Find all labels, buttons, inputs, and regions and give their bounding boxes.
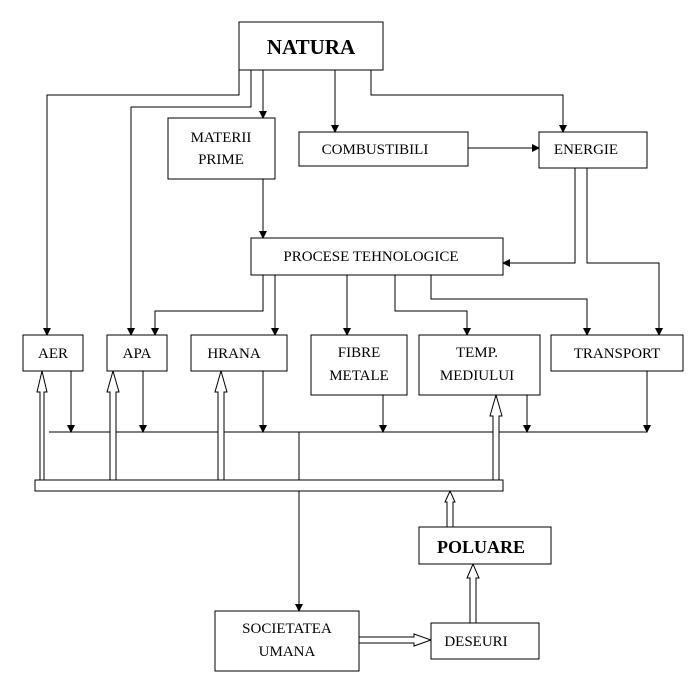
node-hrana: HRANA [190, 334, 288, 372]
node-label: TEMP. [456, 345, 498, 361]
node-energie: ENERGIE [538, 131, 648, 169]
node-label: UMANA [259, 644, 316, 660]
node-deseuri: DESEURI [430, 622, 540, 660]
node-temp-mediului: TEMP. MEDIULUI [418, 334, 541, 396]
node-label: PRIME [198, 152, 244, 168]
node-label: DESEURI [444, 634, 507, 650]
node-apa: APA [106, 334, 168, 372]
node-procese-tehnologice: PROCESE TEHNOLOGICE [250, 237, 504, 276]
node-societatea-umana: SOCIETATEA UMANA [214, 610, 360, 672]
node-fibre-metale: FIBRE METALE [310, 334, 408, 396]
node-label: PROCESE TEHNOLOGICE [283, 249, 458, 265]
node-label: METALE [329, 368, 389, 384]
node-label: MATERII [191, 130, 252, 146]
node-label: MEDIULUI [440, 368, 514, 384]
collector-bar [34, 479, 504, 492]
node-materii-prime: MATERII PRIME [167, 117, 276, 180]
connectors [43, 70, 663, 612]
node-poluare: POLUARE [418, 526, 552, 565]
node-label: APA [123, 346, 152, 362]
node-label: AER [38, 346, 68, 362]
double-arrows [36, 369, 503, 647]
node-label: TRANSPORT [574, 346, 661, 362]
node-label: HRANA [207, 346, 261, 362]
node-aer: AER [22, 334, 84, 372]
node-label: ENERGIE [554, 142, 618, 158]
node-label: SOCIETATEA [242, 621, 332, 637]
node-transport: TRANSPORT [550, 334, 684, 372]
node-combustibili: COMBUSTIBILI [298, 131, 469, 167]
node-natura: NATURA [238, 21, 384, 71]
node-label: POLUARE [437, 537, 525, 557]
node-label: COMBUSTIBILI [322, 142, 429, 158]
node-natura-label: NATURA [267, 35, 356, 59]
node-label: FIBRE [338, 345, 381, 361]
